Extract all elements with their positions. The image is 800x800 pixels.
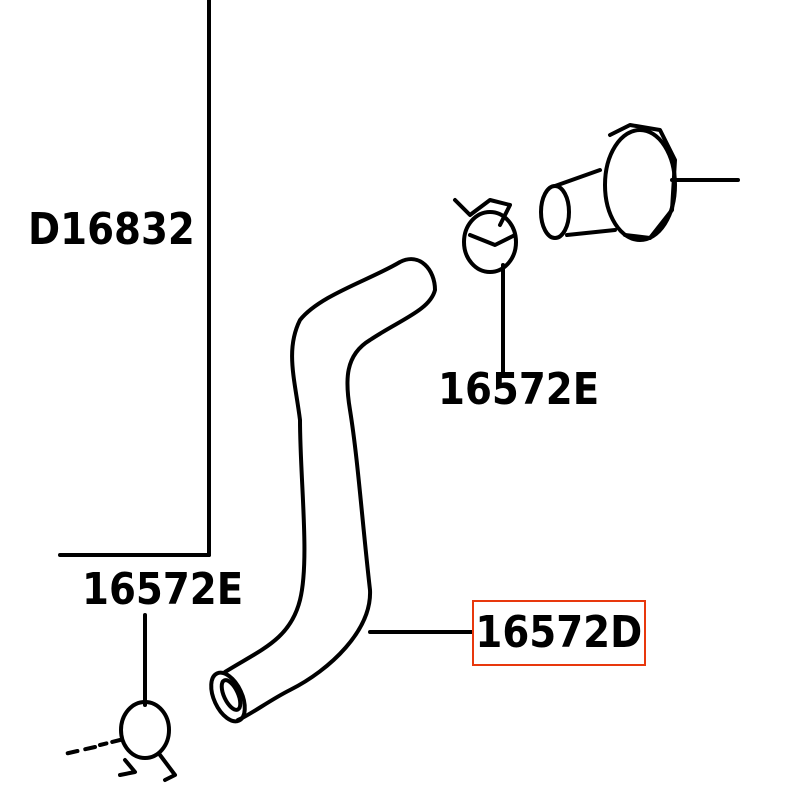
outlet-connector (539, 123, 740, 242)
part-label-clamp-top[interactable]: 16572E (438, 364, 600, 415)
part-label-hose-text: 16572D (475, 607, 643, 658)
frame-lines (58, 0, 211, 557)
clamp-top (453, 198, 518, 374)
hose-16572d (209, 257, 437, 724)
part-label-partial: D16832 (28, 204, 195, 255)
part-label-clamp-left[interactable]: 16572E (82, 564, 244, 615)
clamp-left (58, 613, 177, 782)
part-label-hose-highlighted[interactable]: 16572D (472, 600, 646, 666)
